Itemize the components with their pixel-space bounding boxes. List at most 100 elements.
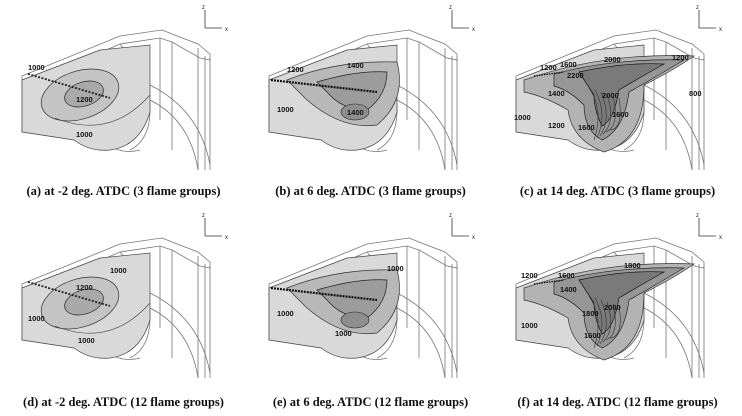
contour-label: 1200 (76, 283, 93, 292)
axis-z-label: z (696, 5, 699, 11)
contour-label: 1400 (560, 285, 577, 294)
contour-region (340, 311, 370, 329)
panel-c-caption: (c) at 14 deg. ATDC (3 flame groups) (519, 184, 716, 198)
contour-label: 1000 (277, 105, 294, 114)
contour-label: 1600 (560, 60, 577, 69)
axis-glyph: zx (202, 213, 228, 241)
contour-label: 1000 (277, 309, 294, 318)
axis-z-label: z (449, 213, 452, 219)
contour-label: 1600 (612, 110, 629, 119)
contour-region (316, 279, 388, 319)
axis-x-label: x (225, 27, 228, 33)
contour-label: 1000 (76, 130, 93, 139)
panel-a-caption: (a) at -2 deg. ATDC (3 flame groups) (26, 184, 221, 198)
temperature-field (515, 252, 696, 361)
axis-z-label: z (202, 5, 205, 11)
temperature-field (268, 44, 400, 151)
temperature-field (21, 44, 151, 151)
axis-glyph: zx (696, 5, 722, 33)
contour-line (605, 303, 616, 341)
contour-line (608, 305, 621, 339)
contour-label: 1400 (347, 61, 364, 70)
panel-d-caption: (d) at -2 deg. ATDC (12 flame groups) (23, 395, 224, 409)
contour-label: 1000 (521, 321, 538, 330)
contour-label: 1000 (78, 336, 95, 345)
contour-line (602, 301, 611, 343)
contour-label: 1000 (514, 113, 531, 122)
axis-x-label: x (225, 235, 228, 241)
contour-label: 1000 (387, 264, 404, 273)
contour-label: 1200 (521, 271, 538, 280)
spray-plume (270, 286, 378, 302)
spray-plume (533, 279, 565, 285)
contour-label: 1800 (582, 309, 599, 318)
contour-label: 800 (689, 89, 702, 98)
axis-x-label: x (719, 235, 722, 241)
contour-label: 1600 (584, 331, 601, 340)
contour-region (340, 103, 370, 121)
axis-glyph: zx (449, 213, 475, 241)
contour-line (605, 95, 616, 133)
contour-label: 1000 (28, 314, 45, 323)
panel-b-caption: (b) at 6 deg. ATDC (3 flame groups) (275, 184, 466, 198)
axis-x-label: x (472, 235, 475, 241)
contour-label: 2200 (567, 71, 584, 80)
contour-line (54, 94, 151, 126)
temperature-field (515, 44, 696, 153)
temperature-field (21, 252, 151, 359)
contour-label: 2000 (602, 91, 619, 100)
contour-label: 1800 (624, 261, 641, 270)
contour-label: 1200 (672, 53, 689, 62)
contour-label: 1200 (548, 121, 565, 130)
axis-z-label: z (696, 213, 699, 219)
contour-label: 1000 (110, 266, 127, 275)
axis-z-label: z (449, 5, 452, 11)
contour-label: 1400 (347, 108, 364, 117)
axis-x-label: x (719, 27, 722, 33)
spray-plume (270, 78, 378, 94)
axis-glyph: zx (696, 213, 722, 241)
spray-plume (533, 71, 565, 77)
contour-label: 1600 (578, 123, 595, 132)
contour-line (602, 93, 611, 135)
contour-label: 1000 (28, 63, 45, 72)
contour-line (599, 299, 607, 345)
contour-line (594, 89, 603, 139)
contour-label: 2000 (604, 55, 621, 64)
contour-region (578, 63, 666, 127)
panel-e-caption: (e) at 6 deg. ATDC (12 flame groups) (272, 395, 469, 409)
contour-label: 1200 (287, 65, 304, 74)
contour-line (588, 87, 599, 141)
temperature-field (268, 252, 400, 359)
contour-line (588, 295, 599, 349)
contour-label: 1200 (76, 95, 93, 104)
spray-plume (27, 73, 111, 99)
contour-label: 1400 (548, 89, 565, 98)
axis-glyph: zx (449, 5, 475, 33)
contour-region (316, 71, 388, 111)
axis-x-label: x (472, 27, 475, 33)
panel-f-caption: (f) at 14 deg. ATDC (12 flame groups) (517, 395, 718, 409)
axis-z-label: z (202, 213, 205, 219)
contour-label: 2000 (604, 303, 621, 312)
contour-line (608, 97, 621, 131)
contour-line (594, 297, 603, 347)
axis-glyph: zx (202, 5, 228, 33)
contour-region (64, 288, 104, 316)
contour-label: 1200 (540, 63, 557, 72)
contour-region (578, 271, 666, 335)
spray-plume (27, 281, 111, 307)
